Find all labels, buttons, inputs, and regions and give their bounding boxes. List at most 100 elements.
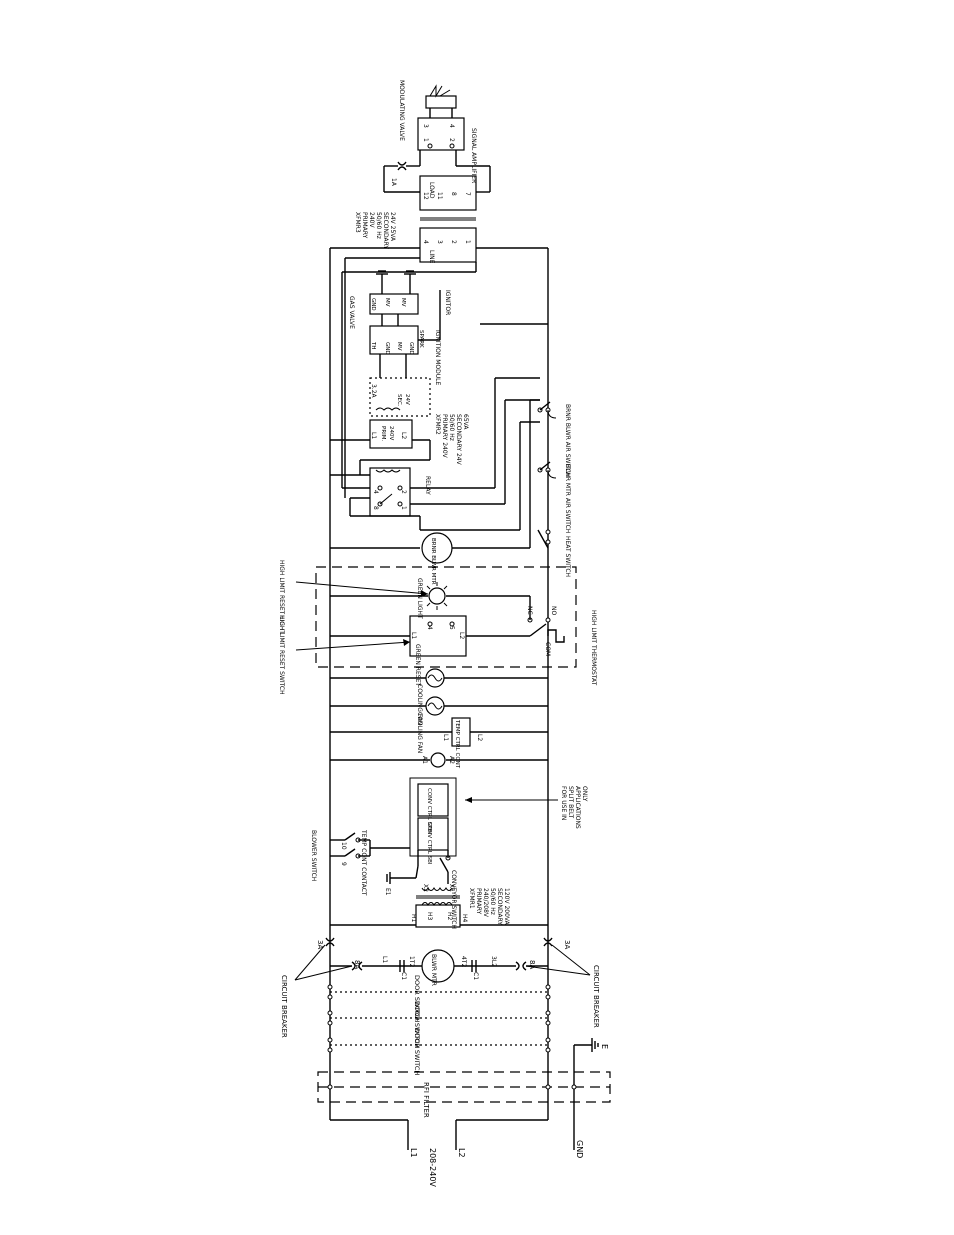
heat-switch-label: HEAT SWITCH	[564, 536, 571, 577]
svg-text:L1: L1	[381, 956, 388, 963]
svg-text:XFMR1: XFMR1	[468, 888, 475, 909]
svg-text:FOR USE IN: FOR USE IN	[560, 786, 567, 820]
gas-valve: GND MV MV GAS VALVE IGNITOR	[348, 270, 451, 341]
svg-text:PRIM.: PRIM.	[380, 426, 386, 442]
svg-text:PRIMARY 240V: PRIMARY 240V	[441, 414, 448, 459]
burner-blower-motor	[421, 532, 453, 564]
temp-ctrl-cont: TEMP CTRL CONT L1 L2	[330, 717, 548, 769]
svg-text:ONLY: ONLY	[581, 786, 588, 802]
svg-text:SECONDARY: SECONDARY	[496, 888, 503, 925]
svg-text:24V 25VA: 24V 25VA	[389, 212, 396, 242]
brnr-blwr-air-switch-label: BRNR BLWR AIR SWITCH	[564, 404, 571, 477]
svg-text:TH: TH	[370, 341, 376, 350]
svg-text:3: 3	[436, 240, 443, 244]
svg-text:8: 8	[372, 506, 379, 510]
svg-text:L1: L1	[370, 432, 377, 439]
voltage-label: 208-240V	[428, 1148, 437, 1187]
svg-text:SECONDARY: SECONDARY	[382, 212, 389, 249]
svg-text:24V: 24V	[404, 394, 410, 405]
high-limit-thermostat-label: HIGH LIMIT THERMOSTAT	[590, 610, 597, 686]
circuit-breakers: 3A 3A 8A 8A CIRCUIT BREAKER CIRCUIT BREA…	[280, 937, 600, 1038]
svg-text:3.2A: 3.2A	[370, 384, 377, 399]
high-limit-thermostat: GREEN RESET L1 14 15 L2 NC NO COM HIGH L…	[278, 560, 597, 695]
svg-text:MV: MV	[400, 298, 406, 307]
conveyor-switch-label: CONVEYOR SWITCH	[450, 870, 457, 929]
ignition-module-box	[369, 325, 419, 355]
svg-text:2: 2	[448, 138, 455, 142]
svg-text:XFMR3: XFMR3	[354, 212, 361, 233]
breaker-3a-right: 3A	[563, 940, 571, 949]
blower-motor	[421, 949, 455, 983]
xfmr2: L1 PRIM. 240V L2 3.2A SEC. 24V XFMR2 PRI…	[330, 377, 469, 475]
svg-text:120V 200VA: 120V 200VA	[503, 888, 510, 926]
cooling-fan-2-label: COOLING FAN	[416, 684, 423, 725]
svg-text:MV: MV	[384, 298, 390, 307]
svg-text:E1: E1	[384, 888, 391, 896]
breaker-8a-left: 8A	[353, 960, 361, 969]
svg-text:4T2: 4T2	[460, 956, 467, 967]
svg-text:4: 4	[448, 124, 455, 128]
svg-text:NO: NO	[550, 606, 557, 615]
high-limit-reset-switch-label: HIGH LIMIT RESET SWITCH	[278, 615, 285, 695]
svg-text:50/60 Hz: 50/60 Hz	[448, 414, 455, 441]
svg-text:PRIMARY: PRIMARY	[361, 212, 368, 239]
signal-amplifier: 1 2 3 4 SIGNAL AMPLIFIER MODULATING VALV…	[398, 80, 477, 183]
svg-text:50/60 Hz: 50/60 Hz	[375, 212, 382, 239]
svg-text:1T2: 1T2	[408, 956, 415, 967]
ignition-module: TH GND MV GND SPARK IGNITION MODULE	[369, 325, 441, 385]
svg-text:GND: GND	[408, 342, 414, 355]
door-switch-1: DOOR SWITCH	[413, 1028, 421, 1075]
svg-text:GREEN RESET: GREEN RESET	[414, 644, 421, 686]
green-light	[428, 587, 446, 605]
svg-text:240/208V: 240/208V	[482, 888, 489, 918]
svg-text:50/60 Hz: 50/60 Hz	[489, 888, 496, 915]
supply-labels: L1 208-240V L2 GND E	[409, 1044, 609, 1187]
green-reset-box	[409, 615, 467, 657]
svg-text:10: 10	[340, 842, 347, 850]
modulating-valve-label: MODULATING VALVE	[398, 80, 405, 141]
temp-ctrl-cont-label: TEMP CTRL CONT	[454, 719, 460, 769]
svg-text:240V: 240V	[388, 426, 394, 440]
svg-text:L1: L1	[410, 632, 417, 639]
svg-text:SPARK: SPARK	[418, 330, 424, 348]
svg-text:GREEN LIGHT: GREEN LIGHT	[416, 578, 423, 619]
ignitor-label: IGNITOR	[444, 290, 451, 315]
blwr-mtr-air-switch-label: BLWR MTR AIR SWITCH	[564, 464, 571, 533]
temp-cont-contact-label: TEMP CONT CONTACT	[360, 829, 367, 896]
circuit-breaker-label-left: CIRCUIT BREAKER	[280, 975, 288, 1038]
svg-text:COM: COM	[544, 642, 551, 656]
blower-switch-label: BLOWER SWITCH	[310, 830, 317, 881]
heat-switch-row: BRNR BLWR MTR HEAT SWITCH	[330, 399, 571, 585]
svg-text:GND: GND	[370, 298, 376, 311]
high-limit-reset-light-label: HIGH LIMIT RESET LIGHT	[278, 560, 285, 634]
main-rails	[329, 248, 599, 1150]
blower-motor-label: BLWR MTR	[430, 954, 437, 986]
svg-text:7: 7	[464, 192, 471, 196]
svg-text:1A: 1A	[390, 178, 397, 187]
svg-text:1: 1	[464, 240, 471, 244]
svg-text:PRIMARY: PRIMARY	[475, 888, 482, 915]
conv-ctrl-box	[417, 817, 449, 851]
door-switch-3: DOOR SWITCH	[413, 975, 421, 1022]
gas-valve-label: GAS VALVE	[348, 296, 355, 329]
rfi-filter: RFI FILTER	[317, 1071, 611, 1118]
e-label: E	[600, 1044, 609, 1049]
conv-ctrl-label: CONV CTRL SBI	[426, 822, 432, 865]
svg-text:BRNR BLWR MTR: BRNR BLWR MTR	[430, 538, 436, 585]
svg-text:1: 1	[422, 138, 429, 142]
svg-text:X2: X2	[422, 884, 429, 892]
door-switches: DOOR SWITCH DOOR SWITCH DOOR SWITCH	[327, 975, 551, 1075]
circuit-breaker-label-right: CIRCUIT BREAKER	[592, 965, 600, 1028]
svg-text:XFMR2: XFMR2	[434, 414, 441, 435]
relay-box	[369, 467, 411, 517]
svg-text:L1: L1	[442, 734, 449, 741]
cooling-fan-1-label: COOLING FAN	[416, 712, 423, 753]
svg-text:65VA: 65VA	[462, 414, 469, 430]
signal-amplifier-box	[417, 117, 465, 151]
svg-text:H4: H4	[461, 914, 468, 923]
svg-text:A2: A2	[448, 756, 455, 764]
xfmr1-section: H1 H3 H2 H4 X2 X1 XFMR1 PRIMARY 240/208V…	[310, 777, 588, 929]
cooling-fans: COOLING FAN COOLING FAN	[330, 668, 548, 753]
svg-text:GND: GND	[384, 342, 390, 355]
